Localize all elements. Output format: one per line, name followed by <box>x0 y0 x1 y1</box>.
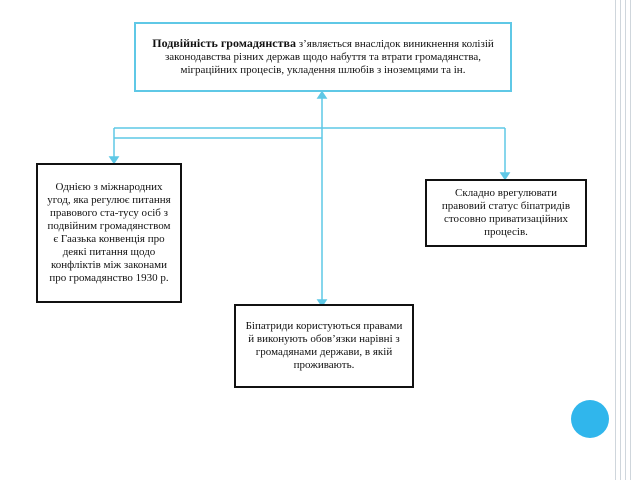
left-box: Однією з міжнародних угод, яка регулює п… <box>36 163 182 303</box>
decorative-circle <box>571 400 609 438</box>
rail-line-1 <box>615 0 616 480</box>
arrow-head-bottom <box>316 299 328 308</box>
right-box-text: Складно врегулювати правовий статус біпа… <box>441 187 571 238</box>
rail-line-3 <box>625 0 626 480</box>
rail-line-4 <box>630 0 631 480</box>
arrow-head-right <box>499 172 511 181</box>
top-definition-box: Подвійність громадянства з’являється вна… <box>134 22 512 92</box>
bottom-box: Біпатриди користуються правами й виконую… <box>234 304 414 388</box>
top-box-lead: Подвійність громадянства <box>152 36 296 50</box>
left-box-text: Однією з міжнародних угод, яка регулює п… <box>47 181 171 284</box>
bottom-box-text: Біпатриди користуються правами й виконую… <box>245 320 403 371</box>
rail-line-2 <box>620 0 621 480</box>
right-box: Складно врегулювати правовий статус біпа… <box>425 179 587 247</box>
top-box-text: з’являється внаслідок виникнення колізій… <box>164 38 494 76</box>
arrow-head-left <box>108 156 120 165</box>
arrow-head-top <box>316 90 328 99</box>
